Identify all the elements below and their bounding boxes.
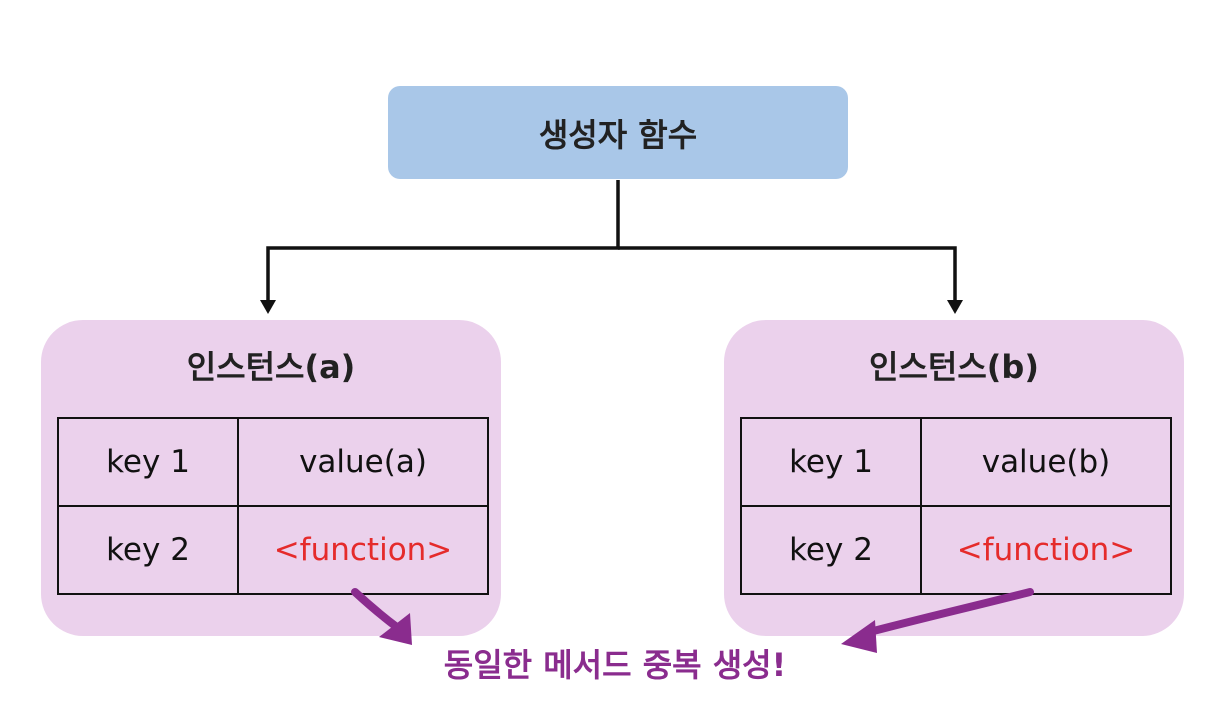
function-cell: <function> xyxy=(237,505,489,595)
instance-b-table: key 1 value(b) key 2 <function> xyxy=(740,417,1172,595)
value-cell: value(b) xyxy=(920,417,1172,507)
table-row: key 2 <function> xyxy=(740,505,1172,595)
function-cell: <function> xyxy=(920,505,1172,595)
annotation-arrowhead-left xyxy=(379,613,412,645)
connector-to-instance-b xyxy=(618,246,957,302)
key-cell: key 1 xyxy=(57,417,239,507)
constructor-function-label: 생성자 함수 xyxy=(538,115,698,154)
annotation-arrow-left xyxy=(351,588,402,632)
instance-a-table: key 1 value(a) key 2 <function> xyxy=(57,417,489,595)
key-cell: key 2 xyxy=(740,505,922,595)
connector-to-instance-a xyxy=(266,180,620,302)
annotation-arrow-right xyxy=(862,588,1034,637)
constructor-function-box: 생성자 함수 xyxy=(388,86,848,179)
instance-a-title: 인스턴스(a) xyxy=(186,348,356,386)
instance-b-title: 인스턴스(b) xyxy=(869,348,1039,386)
table-row: key 1 value(b) xyxy=(740,417,1172,507)
key-cell: key 2 xyxy=(57,505,239,595)
arrowhead-b xyxy=(947,300,963,314)
key-cell: key 1 xyxy=(740,417,922,507)
instance-a-card: 인스턴스(a) key 1 value(a) key 2 <function> xyxy=(41,320,501,636)
instance-b-card: 인스턴스(b) key 1 value(b) key 2 <function> xyxy=(724,320,1184,636)
annotation-arrowhead-right xyxy=(841,620,877,653)
duplicate-method-note: 동일한 메서드 중복 생성! xyxy=(443,646,787,684)
arrowhead-a xyxy=(260,300,276,314)
table-row: key 1 value(a) xyxy=(57,417,489,507)
value-cell: value(a) xyxy=(237,417,489,507)
table-row: key 2 <function> xyxy=(57,505,489,595)
